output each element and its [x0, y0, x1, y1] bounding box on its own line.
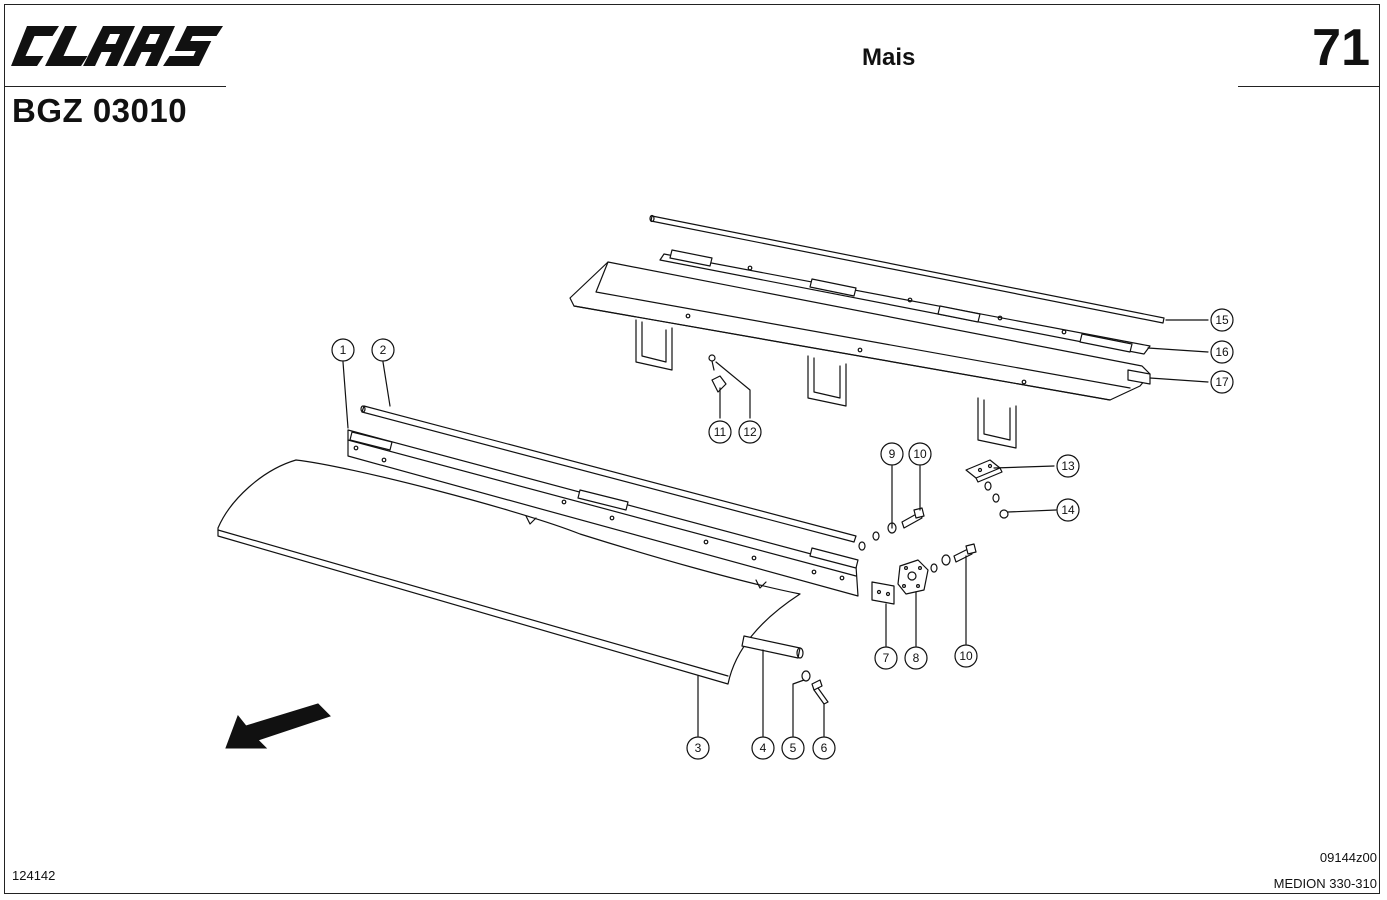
- callout-2: 2: [380, 343, 387, 357]
- part-16-hinge-strip: [659, 249, 1151, 355]
- callout-16: 16: [1215, 345, 1229, 359]
- callout-circle-15: [1210, 308, 1234, 332]
- part-10-bolt-upper: [901, 507, 925, 529]
- callout-4: 4: [760, 741, 767, 755]
- part-5-washer: [801, 670, 811, 682]
- part-15-rod: [649, 214, 1165, 324]
- callout-5: 5: [790, 741, 797, 755]
- footer-model: MEDION 330-310: [1273, 876, 1377, 891]
- part-12-screw: [708, 354, 716, 371]
- part-13-plate: [965, 459, 1003, 483]
- callout-12: 12: [743, 425, 757, 439]
- callout-circle-9: [880, 442, 904, 466]
- page-number: 71: [1312, 19, 1370, 77]
- part-14-fasteners: [984, 481, 1009, 519]
- callout-circle-3: [686, 736, 710, 760]
- part-8-bearing-block: [897, 559, 929, 595]
- callout-circle-11: [708, 420, 732, 444]
- callout-circle-7: [874, 646, 898, 670]
- callout-circle-8: [904, 646, 928, 670]
- callout-circle-1: [331, 338, 355, 362]
- callout-9: 9: [889, 447, 896, 461]
- part-10-bolt-lower: [930, 543, 977, 573]
- callout-10a: 10: [913, 447, 927, 461]
- part-4-tube: [741, 635, 804, 659]
- callout-circle-13: [1056, 454, 1080, 478]
- page-frame: [4, 4, 1380, 894]
- callout-13: 13: [1061, 459, 1075, 473]
- document-code: BGZ 03010: [12, 92, 188, 129]
- page-number-rule: [1238, 86, 1380, 87]
- part-6-bolt: [811, 679, 829, 705]
- callout-14: 14: [1061, 503, 1075, 517]
- part-9-washer: [858, 522, 897, 551]
- callout-circle-12: [738, 420, 762, 444]
- callout-15: 15: [1215, 313, 1229, 327]
- part-2-rod: [360, 405, 857, 543]
- part-7-plate: [871, 581, 895, 605]
- claas-logo: [11, 26, 224, 66]
- footer-drawing-code: 09144z00: [1319, 850, 1377, 865]
- footer-left-code: 124142: [12, 868, 56, 883]
- callout-6: 6: [821, 741, 828, 755]
- part-17-trough: [569, 261, 1151, 449]
- callout-17: 17: [1215, 375, 1229, 389]
- part-1-hinge-rail: [347, 429, 859, 597]
- callout-circle-14: [1056, 498, 1080, 522]
- part-11-clip: [711, 375, 727, 393]
- part-3-cover-sheet: [217, 459, 801, 685]
- callout-3: 3: [695, 741, 702, 755]
- leader-lines: [342, 319, 1209, 737]
- callout-8: 8: [913, 651, 920, 665]
- callout-7: 7: [883, 651, 890, 665]
- callout-circle-5: [781, 736, 805, 760]
- callout-1: 1: [340, 343, 347, 357]
- page-title: Mais: [862, 44, 916, 71]
- callout-circle-10a: [908, 442, 932, 466]
- callout-11: 11: [714, 425, 727, 439]
- logo-rule: [4, 86, 226, 87]
- callout-circle-4: [751, 736, 775, 760]
- arrow-left-down-icon: [225, 703, 331, 749]
- callout-circle-16: [1210, 340, 1234, 364]
- callout-circle-17: [1210, 370, 1234, 394]
- callout-circle-2: [371, 338, 395, 362]
- callout-10b: 10: [959, 649, 973, 663]
- callout-circle-10b: [954, 644, 978, 668]
- callout-circle-6: [812, 736, 836, 760]
